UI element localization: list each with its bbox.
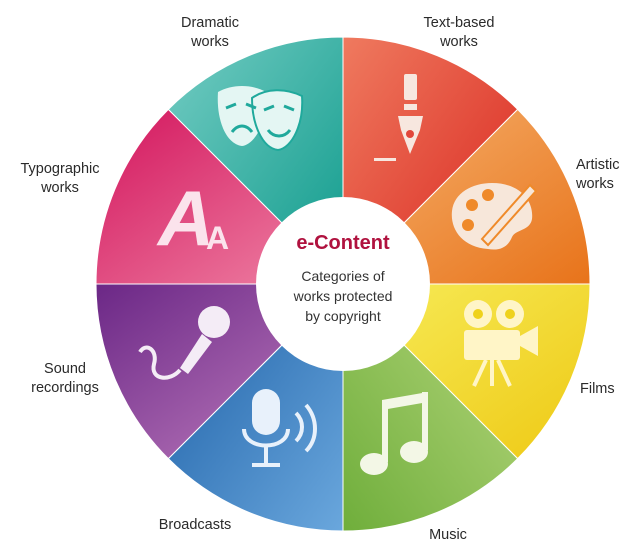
label-sound-recordings: Sound recordings (31, 361, 99, 396)
center-circle (256, 197, 430, 371)
label-films: Films (580, 381, 615, 397)
svg-text:A: A (206, 220, 229, 256)
svg-text:A: A (156, 174, 214, 262)
label-artistic-works: Artistic works (576, 157, 620, 192)
center-title: e-Content (296, 232, 390, 254)
hand-microphone-icon (138, 306, 230, 380)
font-letters-icon: A A (156, 174, 229, 262)
music-note-icon (360, 392, 428, 475)
microphone-broadcast-icon (242, 389, 317, 467)
theatre-masks-icon (217, 86, 304, 152)
label-music: Music (429, 527, 467, 543)
palette-icon (451, 183, 538, 250)
label-broadcasts: Broadcasts (158, 517, 232, 533)
label-text-based-works: Text-based works (423, 15, 495, 50)
center-subtitle: Categories of works protected by copyrig… (293, 268, 393, 324)
fountain-pen-icon (374, 74, 423, 161)
film-camera-icon (464, 300, 538, 387)
label-typographic-works: Typographic works (20, 161, 100, 196)
label-dramatic-works: Dramatic works (180, 15, 239, 50)
